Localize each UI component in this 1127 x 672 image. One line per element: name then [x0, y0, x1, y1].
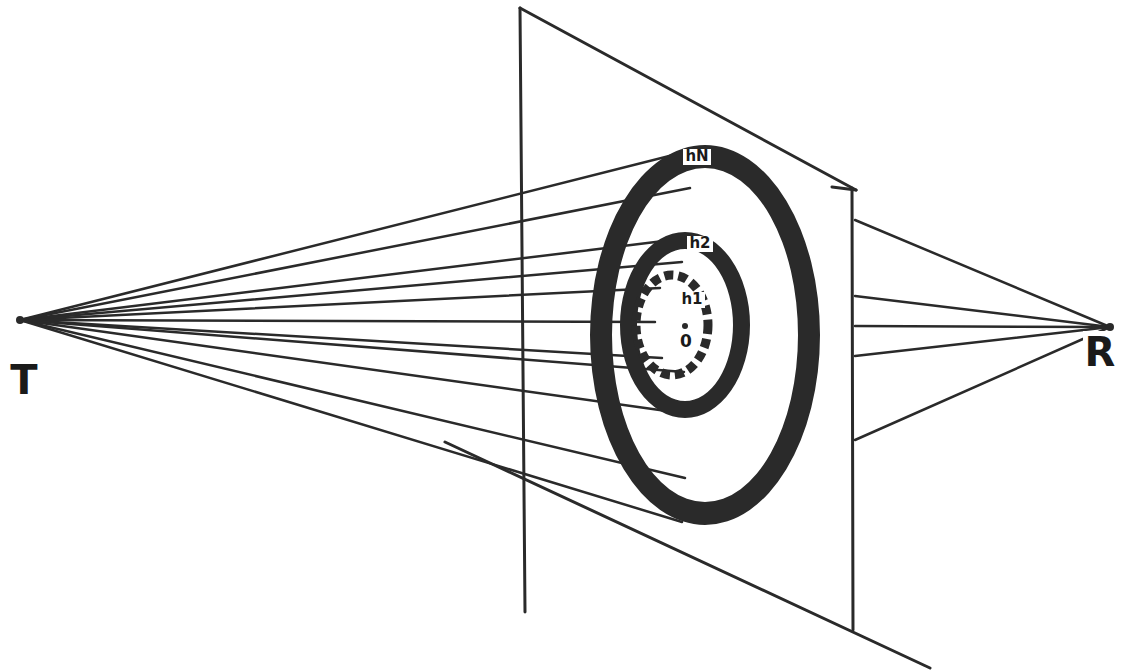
- center-label: 0: [678, 333, 694, 351]
- zone-label: h1: [679, 292, 704, 308]
- zone-label: hN: [683, 149, 710, 165]
- fresnel-zones: [16, 145, 1114, 525]
- receiver-label: R: [1083, 331, 1118, 373]
- zone-label: h2: [687, 236, 712, 252]
- rays-to-r: [855, 220, 1110, 440]
- transmitter-label: T: [8, 359, 39, 401]
- screen-plane: [445, 8, 930, 668]
